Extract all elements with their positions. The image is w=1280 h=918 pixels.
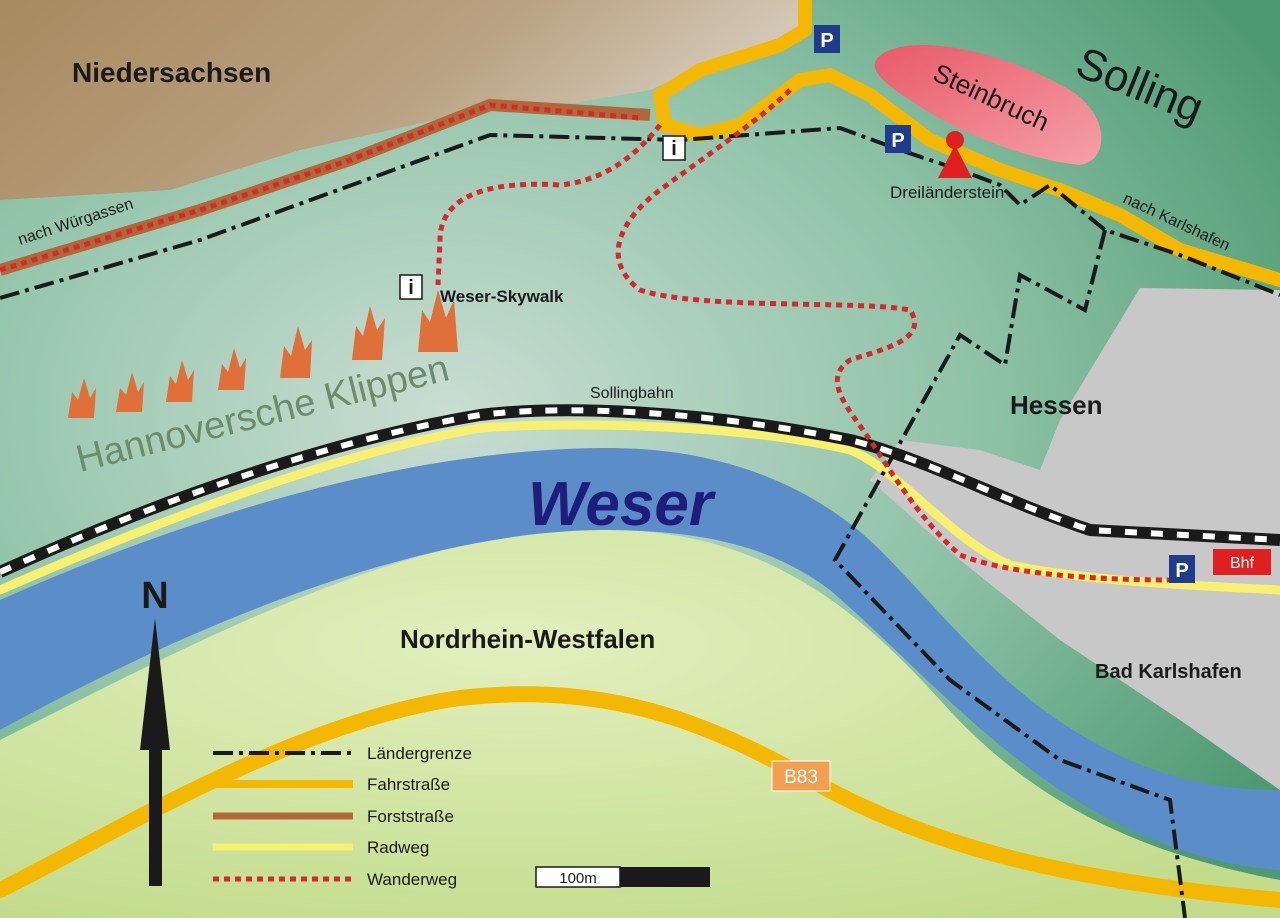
cliff-icon — [68, 378, 96, 418]
b83-sign: B83 — [771, 760, 831, 792]
info-sign: i — [662, 135, 686, 161]
north-arrow-head-icon — [140, 618, 170, 750]
info-icon: i — [671, 138, 677, 160]
quarry-area — [874, 44, 1102, 165]
state-border-north — [0, 125, 1280, 300]
b83-road — [0, 686, 1280, 908]
legend-label: Fahrstraße — [367, 775, 450, 794]
region-label-bad-karlshafen: Bad Karlshafen — [1095, 661, 1242, 683]
niedersachsen-area — [0, 0, 810, 200]
weser-river — [0, 447, 1280, 870]
legend-label: Radweg — [367, 838, 429, 857]
region-label-niedersachsen: Niedersachsen — [72, 57, 271, 88]
info-icon: i — [408, 277, 414, 299]
scale-label: 100m — [559, 870, 597, 887]
scale-bar: 100m — [535, 866, 710, 888]
north-arrow: N — [140, 575, 170, 886]
nrw-area — [0, 529, 1280, 918]
legend-label: Forststraße — [367, 807, 454, 826]
bike-path — [0, 420, 1280, 595]
legend: Ländergrenze Fahrstraße Forststraße Radw… — [213, 744, 472, 889]
parking-icon: P — [891, 130, 904, 152]
b83-label: B83 — [784, 767, 818, 788]
cliff-icon — [352, 306, 385, 360]
monument-head-icon — [946, 131, 964, 149]
parking-sign: P — [814, 25, 840, 53]
state-border-hessen — [832, 229, 1187, 918]
station-label: Bhf — [1230, 555, 1255, 572]
scale-bar-black — [620, 867, 710, 887]
info-sign: i — [399, 274, 423, 300]
town-area — [870, 288, 1280, 790]
region-label-nrw: Nordrhein-Westfalen — [400, 624, 655, 654]
parking-icon: P — [1175, 560, 1188, 582]
railway-dashes — [0, 407, 1280, 575]
cliff-icon — [166, 360, 194, 402]
parking-icon: P — [820, 30, 833, 52]
north-arrow-shaft — [149, 740, 162, 886]
hiking-trail — [0, 88, 1176, 583]
river-label: Weser — [528, 470, 716, 539]
region-label-hessen: Hessen — [1010, 390, 1103, 420]
place-label-skywalk: Weser-Skywalk — [440, 287, 564, 306]
railway-label: Sollingbahn — [590, 385, 674, 402]
cliff-icon — [116, 372, 144, 412]
legend-label: Ländergrenze — [367, 744, 472, 763]
parking-sign: P — [885, 125, 911, 153]
monument-base-icon — [938, 145, 972, 178]
legend-label: Wanderweg — [367, 870, 457, 889]
cliff-icon — [418, 290, 458, 352]
place-label-dreilaenderstein: Dreiländerstein — [890, 183, 1004, 202]
station-sign: Bhf — [1213, 549, 1271, 575]
parking-sign: P — [1169, 555, 1195, 583]
cliff-icon — [280, 326, 312, 378]
cliff-icon — [218, 348, 246, 390]
cliffs-group — [68, 290, 458, 418]
north-label: N — [141, 575, 168, 617]
main-road-top — [653, 0, 1280, 287]
dreilaenderstein-marker — [938, 131, 972, 178]
